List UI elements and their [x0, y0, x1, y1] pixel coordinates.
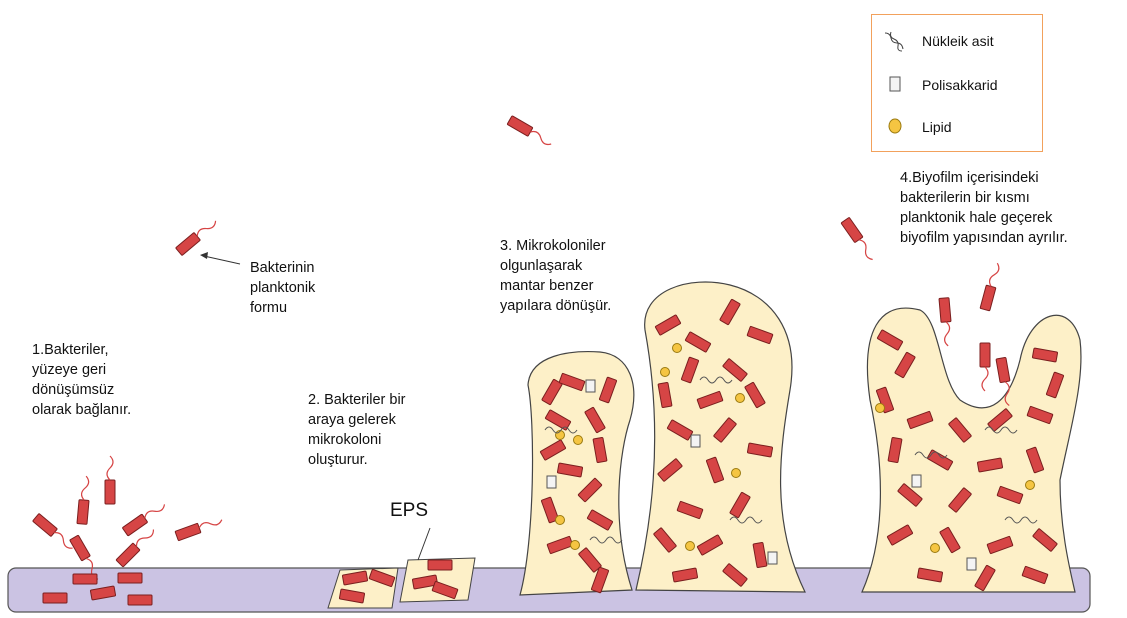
label-step4: 4.Biyofilm içerisindeki bakterilerin bir… [900, 168, 1068, 248]
dna-strand-icon [882, 29, 908, 53]
label-eps: EPS [390, 500, 428, 522]
label-step2: 2. Bakteriler bir araya gelerek mikrokol… [308, 390, 406, 470]
label-planktonic: Bakterinin planktonik formu [250, 258, 315, 318]
lipid-icon [882, 115, 908, 139]
eps-pointer [418, 528, 430, 560]
label-step1: 1.Bakteriler, yüzeye geri dönüşümsüz ola… [32, 340, 131, 420]
legend-item-polysaccharide: Polisakkarid [882, 73, 997, 97]
legend-label: Nükleik asit [922, 33, 994, 49]
planktonic-bacterium [841, 217, 877, 262]
planktonic-bacterium [939, 298, 953, 347]
legend-box: Nükleik asit Polisakkarid Lipid [871, 14, 1043, 152]
label-step3: 3. Mikrokoloniler olgunlaşarak mantar be… [500, 236, 611, 316]
planktonic-bacterium [507, 116, 554, 149]
planktonic-bacterium [980, 343, 990, 391]
planktonic-bacterium [176, 217, 219, 256]
planktonic-pointer-arrow [204, 256, 240, 264]
legend-label: Lipid [922, 119, 952, 135]
legend-item-lipid: Lipid [882, 115, 952, 139]
legend-item-nucleic-acid: Nükleik asit [882, 29, 994, 53]
legend-label: Polisakkarid [922, 77, 997, 93]
polysaccharide-icon [882, 73, 908, 97]
planktonic-bacterium [980, 262, 1002, 311]
